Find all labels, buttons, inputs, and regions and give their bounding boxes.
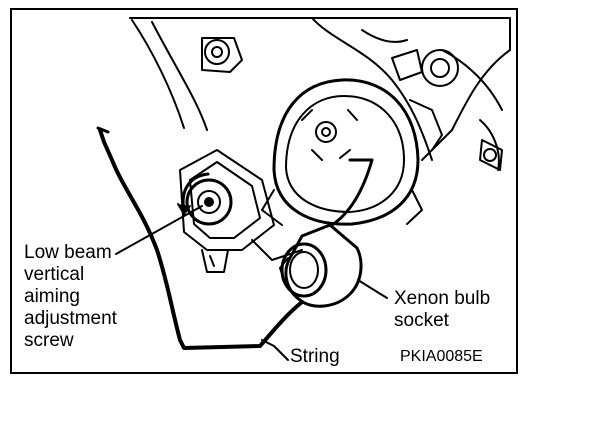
figure-code: PKIA0085E [400,348,483,365]
label-xenon-line-1: Xenon bulb [394,288,491,309]
leader-xenon [357,279,388,299]
xenon-bulb-socket [279,158,374,308]
label-low-beam: Low beam vertical aiming adjustment scre… [24,242,117,352]
housing-boss [391,49,503,171]
top-screw [201,37,243,73]
lamp-reflector [261,78,423,226]
leader-low-beam [115,205,203,255]
headlamp-illustration [96,17,511,361]
label-xenon-line-2: socket [394,310,449,331]
string-line [98,128,304,350]
headlamp-housing [129,17,511,261]
diagram-frame: Low beam vertical aiming adjustment scre… [10,8,518,374]
aiming-screw-assembly [177,149,275,273]
label-string: String [290,346,340,367]
label-low-beam-line-4: adjustment [24,308,117,329]
label-low-beam-line-5: screw [24,330,74,351]
label-xenon: Xenon bulb socket [394,288,490,332]
label-low-beam-line-3: aiming [24,286,80,307]
leader-string [261,339,289,361]
label-low-beam-line-2: vertical [24,264,85,285]
label-low-beam-line-1: Low beam [24,242,112,263]
